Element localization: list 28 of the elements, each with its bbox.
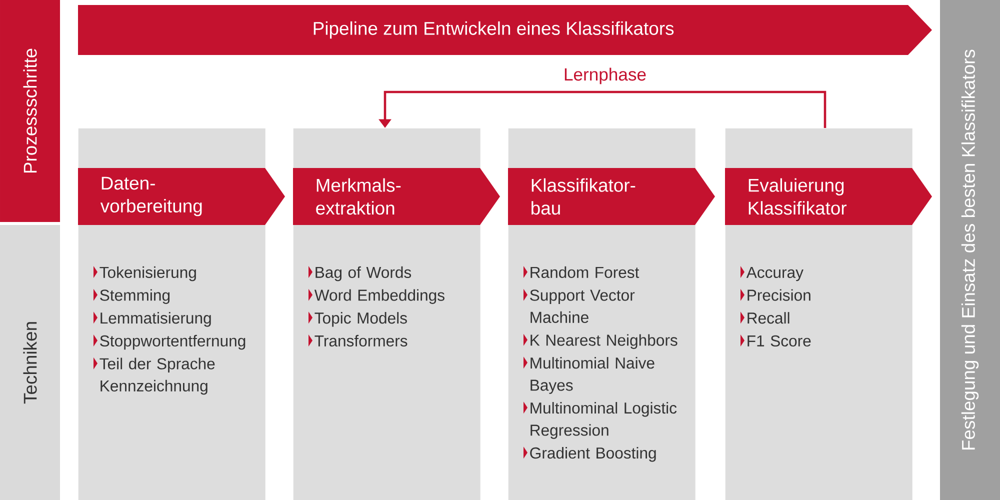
step-header: Daten- vorbereitung	[78, 168, 285, 225]
side-band: Festlegung und Einsatz des besten Klassifikators	[940, 0, 1000, 500]
step-header: Evaluierung Klassifikator	[725, 168, 932, 225]
list-item: Gradient Boosting	[530, 447, 656, 462]
list-item: Random Forest	[530, 266, 640, 278]
list-item: Stemming	[100, 289, 170, 304]
list-item: Multinomial Naive Bayes	[530, 357, 654, 394]
list-item: K Nearest Neighbors	[530, 334, 678, 349]
list-item: Recall	[748, 312, 790, 324]
list-item: F1 Score	[748, 335, 811, 347]
list-item: Accuray	[746, 266, 804, 282]
list-item: Bag of Words	[316, 266, 412, 282]
list-item: Word Embeddings	[314, 289, 444, 304]
side-band: Techniken	[0, 224, 60, 500]
list-item: Transformers	[314, 334, 408, 347]
list-item: Multinominal Logistic Regression	[530, 402, 677, 439]
list-item: Precision	[748, 289, 810, 301]
step-header: Klassifikator- bau	[508, 168, 715, 225]
list-item: Tokenisierung	[100, 266, 196, 282]
list-item: Support Vector Machine	[530, 290, 635, 323]
step-header: Merkmals- extraktion	[293, 168, 500, 225]
title-banner: Pipeline zum Entwickeln eines Klassifikators	[78, 5, 932, 55]
list-item: Stoppwortentfernung	[100, 334, 246, 350]
list-item: Teil der Sprache Kennzeichnung	[100, 358, 215, 395]
edge-label: Lernphase	[562, 66, 648, 86]
list-item: Topic Models	[314, 312, 407, 327]
list-item: Lemmatisierung	[100, 312, 211, 327]
side-band: Prozessschritte	[0, 0, 60, 222]
